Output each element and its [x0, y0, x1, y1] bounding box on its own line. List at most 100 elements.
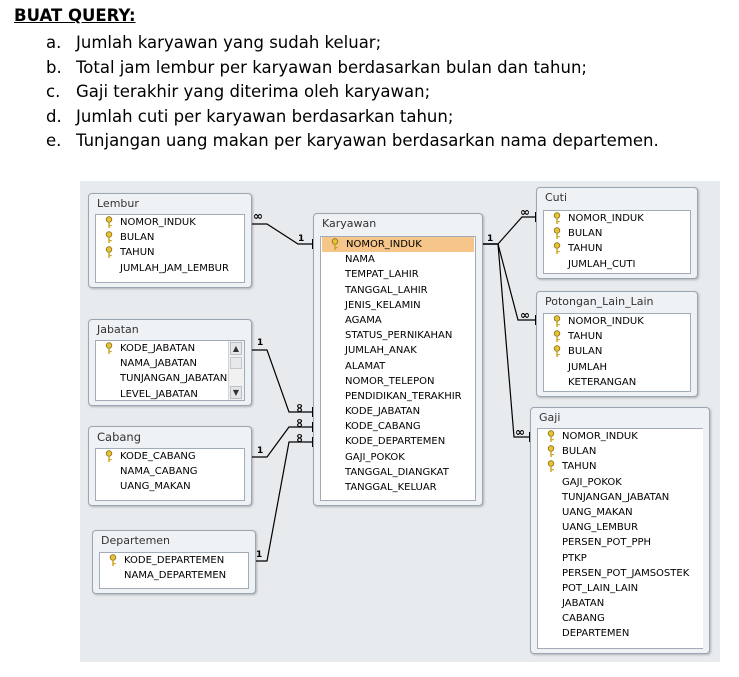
field-row[interactable]: KODE_CABANG	[321, 419, 475, 434]
field-row[interactable]: JUMLAH_ANAK	[321, 343, 475, 358]
field-name: JUMLAH	[568, 361, 608, 373]
field-row[interactable]: TANGGAL_KELUAR	[321, 480, 475, 495]
field-name: BULAN	[568, 228, 603, 240]
field-row[interactable]: PERSEN_POT_JAMSOSTEK	[538, 566, 703, 581]
field-row[interactable]: BULAN	[538, 444, 703, 459]
field-row[interactable]: PENDIDIKAN_TERAKHIR	[321, 389, 475, 404]
field-row[interactable]: STATUS_PERNIKAHAN	[321, 328, 475, 343]
field-name: LEVEL_JABATAN	[120, 388, 198, 400]
field-row[interactable]: PTKP	[538, 551, 703, 566]
field-name: TEMPAT_LAHIR	[345, 269, 419, 281]
field-row[interactable]: TEMPAT_LAHIR	[321, 267, 475, 282]
field-row[interactable]: NAMA_CABANG	[96, 464, 244, 479]
field-row-selected[interactable]: NOMOR_INDUK	[322, 237, 474, 253]
field-row[interactable]: KETERANGAN	[544, 375, 690, 390]
field-row[interactable]: UANG_MAKAN	[538, 505, 703, 520]
field-row[interactable]: TAHUN	[96, 245, 244, 260]
field-row[interactable]: TUNJANGAN_JABATAN	[538, 490, 703, 505]
table-jabatan[interactable]: Jabatan KODE_JABATAN NAMA_JABATAN TUNJAN…	[88, 319, 252, 406]
field-row[interactable]: KODE_CABANG	[96, 449, 244, 464]
field-row[interactable]: NOMOR_INDUK	[544, 314, 690, 329]
field-row[interactable]: KODE_DEPARTEMEN	[321, 434, 475, 449]
field-row[interactable]: TUNJANGAN_JABATAN	[96, 371, 228, 386]
field-name: TANGGAL_DIANGKAT	[345, 466, 449, 478]
field-row[interactable]: TAHUN	[544, 241, 690, 256]
table-title: Gaji	[539, 411, 561, 424]
primary-key-icon	[553, 330, 561, 343]
field-list[interactable]: NOMOR_INDUK BULAN TAHUN GAJI_POKOK TUNJA…	[537, 428, 703, 649]
table-cabang[interactable]: Cabang KODE_CABANG NAMA_CABANG UANG_MAKA…	[88, 426, 252, 506]
field-name: TANGGAL_KELUAR	[345, 482, 437, 493]
field-row[interactable]: JABATAN	[538, 596, 703, 611]
table-gaji[interactable]: Gaji NOMOR_INDUK BULAN TAHUN GAJI_POKOK …	[530, 407, 710, 654]
field-row[interactable]: NOMOR_INDUK	[96, 215, 244, 230]
field-row[interactable]: TANGGAL_LAHIR	[321, 283, 475, 298]
field-row[interactable]: UANG_LEMBUR	[538, 520, 703, 535]
field-row[interactable]: CABANG	[538, 611, 703, 626]
field-row[interactable]: BULAN	[544, 344, 690, 359]
field-list[interactable]: KODE_CABANG NAMA_CABANG UANG_MAKAN	[95, 448, 245, 501]
field-row[interactable]: GAJI_POKOK	[321, 450, 475, 465]
field-list[interactable]: NOMOR_INDUK NAMA TEMPAT_LAHIR TANGGAL_LA…	[320, 236, 476, 501]
field-row[interactable]: AGAMA	[321, 313, 475, 328]
query-marker: b.	[46, 57, 62, 77]
scroll-down-icon[interactable]: ▼	[230, 386, 242, 399]
field-row[interactable]: KODE_DEPARTEMEN	[100, 553, 248, 568]
field-name: PENDIDIKAN_TERAKHIR	[345, 390, 462, 402]
field-row[interactable]: BULAN	[96, 230, 244, 245]
table-lembur[interactable]: Lembur NOMOR_INDUK BULAN TAHUN JUMLAH_JA…	[88, 193, 252, 288]
field-row[interactable]: JUMLAH_CUTI	[544, 257, 690, 272]
query-text: Jumlah cuti per karyawan berdasarkan tah…	[76, 106, 454, 126]
field-row[interactable]: NAMA	[321, 252, 475, 267]
field-row[interactable]: DEPARTEMEN	[538, 626, 703, 641]
field-row[interactable]: PERSEN_POT_PPH	[538, 535, 703, 550]
query-text: Tunjangan uang makan per karyawan berdas…	[76, 131, 659, 151]
field-row[interactable]: NAMA_DEPARTEMEN	[100, 568, 248, 583]
field-row[interactable]: TANGGAL_DIANGKAT	[321, 465, 475, 480]
primary-key-icon	[553, 345, 561, 358]
field-name: NOMOR_TELEPON	[345, 375, 435, 387]
field-row[interactable]: JUMLAH_JAM_LEMBUR	[96, 261, 244, 276]
field-row[interactable]: GAJI_POKOK	[538, 475, 703, 490]
field-list[interactable]: NOMOR_INDUK BULAN TAHUN JUMLAH_JAM_LEMBU…	[95, 214, 245, 283]
field-name: GAJI_POKOK	[562, 476, 622, 488]
scroll-thumb[interactable]	[230, 357, 242, 369]
field-row[interactable]: BULAN	[544, 226, 690, 241]
field-name: UANG_MAKAN	[562, 506, 633, 518]
field-name: ALAMAT	[345, 360, 386, 372]
field-name: GAJI_POKOK	[345, 451, 405, 463]
field-list-scrollbar[interactable]: ▲ ▼	[228, 341, 244, 400]
field-row[interactable]: KODE_JABATAN	[96, 341, 228, 356]
field-row[interactable]: ALAMAT	[321, 359, 475, 374]
field-list[interactable]: KODE_JABATAN NAMA_JABATAN TUNJANGAN_JABA…	[95, 340, 245, 401]
field-row[interactable]: UANG_MAKAN	[96, 479, 244, 494]
field-row[interactable]: JUMLAH	[544, 360, 690, 375]
field-row[interactable]: NOMOR_INDUK	[544, 211, 690, 226]
primary-key-icon	[105, 246, 113, 259]
field-list[interactable]: KODE_DEPARTEMEN NAMA_DEPARTEMEN	[99, 552, 249, 589]
rel-many-label: ∞	[520, 205, 530, 219]
field-row[interactable]: NOMOR_INDUK	[538, 429, 703, 444]
table-departemen[interactable]: Departemen KODE_DEPARTEMEN NAMA_DEPARTEM…	[92, 530, 256, 594]
table-cuti[interactable]: Cuti NOMOR_INDUK BULAN TAHUN JUMLAH_CUTI	[536, 187, 698, 279]
field-row[interactable]: JENIS_KELAMIN	[321, 298, 475, 313]
table-potongan-lain-lain[interactable]: Potongan_Lain_Lain NOMOR_INDUK TAHUN BUL…	[536, 291, 698, 397]
field-row[interactable]: NOMOR_TELEPON	[321, 374, 475, 389]
table-karyawan[interactable]: Karyawan NOMOR_INDUK NAMA TEMPAT_LAHIR T…	[313, 213, 483, 506]
field-name: PERSEN_POT_PPH	[562, 537, 652, 549]
field-row[interactable]: KODE_JABATAN	[321, 404, 475, 419]
rel-many-label: ∞	[293, 418, 307, 428]
field-name: JABATAN	[562, 598, 605, 610]
field-row[interactable]: TAHUN	[544, 329, 690, 344]
field-name: TUNJANGAN_JABATAN	[120, 373, 228, 385]
field-row[interactable]: TAHUN	[538, 459, 703, 474]
field-list[interactable]: NOMOR_INDUK TAHUN BULAN JUMLAH KETERANGA…	[543, 313, 691, 392]
field-list[interactable]: NOMOR_INDUK BULAN TAHUN JUMLAH_CUTI	[543, 210, 691, 274]
field-name: NOMOR_INDUK	[346, 239, 422, 250]
rel-departemen-karyawan	[254, 441, 313, 562]
scroll-up-icon[interactable]: ▲	[230, 342, 242, 355]
query-marker: e.	[46, 131, 62, 151]
field-row[interactable]: LEVEL_JABATAN	[96, 387, 228, 400]
field-row[interactable]: POT_LAIN_LAIN	[538, 581, 703, 596]
field-row[interactable]: NAMA_JABATAN	[96, 356, 228, 371]
